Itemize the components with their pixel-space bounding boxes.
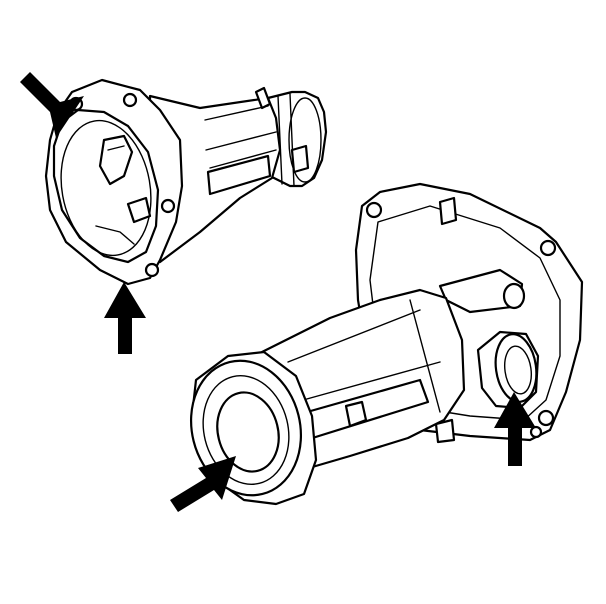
bolt-hole — [144, 262, 160, 278]
housing-upper-left-body — [148, 86, 310, 264]
bolt-hole — [122, 92, 138, 108]
callout-arrow-lower-right-collar — [170, 456, 236, 512]
bolt-hole — [365, 201, 383, 219]
housing-upper-left-flange — [44, 78, 184, 286]
callout-arrow-upper-left-flange — [20, 72, 84, 138]
bolt-hole — [160, 198, 176, 214]
callout-arrow-upper-left-bottom — [104, 282, 146, 354]
bolt-hole — [529, 425, 543, 439]
housing-upper-left — [44, 78, 328, 286]
callout-arrow-lower-right-port — [494, 392, 536, 466]
housing-upper-left-tail — [260, 90, 328, 188]
bolt-hole — [539, 239, 557, 257]
bolt-hole — [537, 409, 555, 427]
